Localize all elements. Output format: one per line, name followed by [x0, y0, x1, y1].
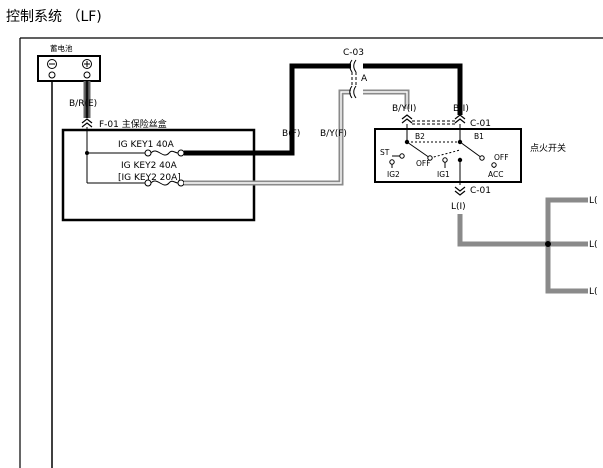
fuse-box-label: F-01 主保险丝盒 — [99, 118, 167, 130]
switch-ig2-label: IG2 — [387, 170, 400, 179]
fuse2-terminal-a — [144, 179, 152, 187]
connector-c03 — [349, 58, 363, 102]
fuse-ig-key2b-label: [IG KEY2 20A] — [118, 173, 181, 183]
battery-pos-terminal — [82, 59, 92, 69]
ignition-switch — [374, 128, 522, 183]
fuse2-element — [150, 180, 179, 186]
battery-body — [37, 55, 101, 82]
battery-neg-stud — [48, 71, 56, 79]
switch-off-right-label: OFF — [494, 153, 509, 162]
fuse1-terminal-b — [177, 149, 185, 157]
output-label-2: L( — [589, 240, 598, 250]
connector-c01-bottom-label: C-01 — [470, 186, 491, 196]
wire-br-e-label: B/R(E) — [69, 99, 97, 109]
splice-dot — [545, 241, 551, 247]
battery-neg-terminal — [47, 59, 57, 69]
wire-b-f-label: B(F) — [282, 129, 300, 139]
switch-ig1-label: IG1 — [437, 170, 450, 179]
wire-b-f — [184, 63, 463, 156]
fuse2-terminal-b — [177, 179, 185, 187]
connector-f01 — [81, 118, 93, 128]
switch-st-label: ST — [380, 148, 390, 157]
battery-pos-stud — [83, 71, 91, 79]
fuse1-terminal-a — [144, 149, 152, 157]
wire-l-i — [457, 214, 548, 247]
connector-c01-top — [401, 114, 466, 125]
fuse-ig-key1-label: IG KEY1 40A — [118, 140, 175, 150]
fuse-ig-key2-label: IG KEY2 40A — [121, 161, 178, 171]
battery-label: 蓄电池 — [50, 43, 73, 53]
switch-b1-label: B1 — [474, 132, 484, 141]
fuse1-element — [150, 150, 179, 156]
switch-contacts — [389, 139, 497, 168]
switch-b2-label: B2 — [415, 132, 425, 141]
ignition-switch-label: 点火开关 — [530, 142, 566, 154]
switch-acc-label: ACC — [488, 170, 503, 179]
connector-c03-label: C-03 — [343, 48, 364, 58]
battery: 蓄电池 — [37, 43, 101, 82]
output-label-1: L( — [589, 196, 598, 206]
wire-by-f-stripe — [184, 91, 408, 184]
output-label-3: L( — [589, 287, 598, 297]
wire-by-i-label: B/Y(I) — [392, 104, 416, 114]
fuse-box — [61, 128, 256, 222]
wire-by-f-label: B/Y(F) — [320, 129, 347, 139]
connector-c03-pin: A — [361, 74, 368, 84]
connector-c01-bottom — [454, 186, 466, 196]
page-title: 控制系统 （LF) — [6, 9, 102, 25]
connector-c01-top-label: C-01 — [470, 119, 491, 129]
wire-l-i-label: L(I) — [451, 202, 466, 212]
switch-off-left-label: OFF — [416, 159, 431, 168]
